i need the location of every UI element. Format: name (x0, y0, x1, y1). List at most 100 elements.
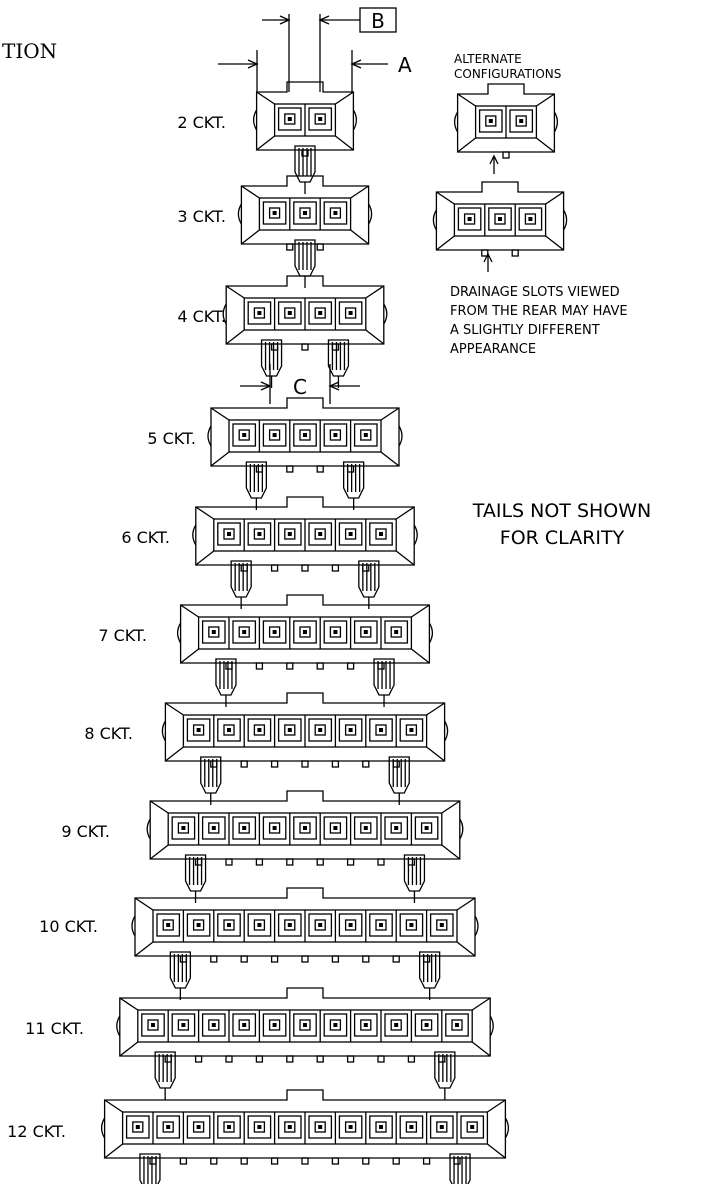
latch-bump (444, 720, 449, 742)
mounting-peg (200, 756, 222, 805)
dimension-b (262, 7, 397, 92)
dimension-c-label: C (293, 375, 307, 399)
cavity (201, 620, 226, 644)
cavity (323, 1013, 348, 1037)
cavity (308, 718, 333, 742)
cavity (277, 913, 302, 937)
connector-10-ckt: 10 CKT. (39, 887, 479, 1000)
drainage-slot (225, 858, 233, 866)
mounting-peg (294, 239, 316, 288)
connector-3-ckt: 3 CKT. (177, 175, 373, 288)
terminal-pin (318, 117, 323, 121)
drainage-note-line3: A SLIGHTLY DIFFERENT (450, 323, 600, 338)
latch-bump (192, 524, 197, 546)
drainage-slot (270, 955, 279, 963)
terminal-square (192, 1121, 205, 1133)
header-fragment: TION (2, 39, 57, 63)
drainage-note-line4: APPEARANCE (450, 342, 536, 357)
cavity (277, 718, 302, 742)
chamfer-line (119, 997, 139, 1011)
terminal-pin (211, 630, 216, 634)
connector-label: 11 CKT. (25, 1019, 84, 1038)
terminal-square (524, 213, 537, 225)
cavity (338, 718, 363, 742)
chamfer-line (256, 135, 275, 151)
drainage-slot (179, 1157, 188, 1165)
terminal-pin (363, 826, 368, 830)
chamfer-line (456, 897, 476, 911)
terminal-square (299, 626, 311, 638)
chamfer-line (436, 191, 455, 205)
chamfer-line (545, 191, 564, 205)
drainage-slot (316, 1055, 324, 1063)
connector-label: 2 CKT. (177, 113, 226, 132)
drainage-slot (194, 1055, 203, 1063)
drainage-slot (240, 760, 248, 768)
cavity (186, 913, 211, 937)
cavity (445, 1013, 469, 1037)
terminal-pin (318, 923, 323, 927)
terminal-pin (379, 1125, 383, 1129)
terminal-square (284, 113, 296, 125)
drainage-slot (362, 564, 370, 572)
cavity (308, 1115, 333, 1139)
terminal-pin (528, 217, 533, 221)
terminal-pin (227, 923, 231, 927)
connector-label: 5 CKT. (147, 429, 196, 448)
pocket-outline (228, 419, 382, 453)
chamfer-line (536, 93, 555, 107)
cavity (308, 301, 333, 325)
cavity (429, 1115, 454, 1139)
terminal-pin (287, 728, 292, 732)
cavity (353, 1013, 378, 1037)
drainage-slot (346, 1055, 355, 1063)
peg-body (245, 461, 268, 499)
drainage-slot (422, 1157, 431, 1165)
terminal-pin (181, 1023, 186, 1027)
cavity (217, 1115, 241, 1139)
drainage-slot (240, 564, 248, 572)
chamfer-line (426, 702, 445, 716)
mounting-peg (342, 461, 365, 510)
terminal-pin (379, 728, 383, 732)
terminal-square (485, 115, 497, 127)
cavity (369, 718, 393, 742)
mounting-peg (260, 339, 283, 388)
cavity (125, 1115, 150, 1139)
drainage-slot (362, 955, 370, 963)
chamfer-line (395, 550, 415, 566)
drainage-slot (407, 1055, 416, 1063)
terminal-pin (333, 630, 338, 634)
cavity (156, 913, 181, 937)
cavity (414, 816, 439, 840)
terminal-square (344, 528, 357, 540)
terminal-square (375, 919, 387, 931)
terminal-square (132, 1121, 144, 1133)
cavity (338, 301, 363, 325)
terminal-square (390, 822, 402, 834)
cavity (338, 1115, 363, 1139)
cavity (232, 1013, 257, 1037)
terminal-pin (257, 1125, 262, 1129)
cavity (262, 620, 287, 644)
terminal-square (405, 724, 418, 736)
drainage-slot (255, 465, 264, 473)
terminal-square (360, 822, 372, 834)
cavity (293, 620, 317, 644)
cavity (457, 207, 482, 231)
cavity (262, 816, 287, 840)
terminal-pin (409, 728, 414, 732)
latch-bump (428, 622, 434, 644)
drainage-slot (240, 1157, 248, 1165)
terminal-pin (394, 630, 399, 634)
terminal-square (314, 528, 326, 540)
terminal-pin (257, 311, 262, 315)
connector-12-ckt: 12 CKT. (7, 1089, 510, 1184)
chamfer-line (545, 235, 564, 251)
mounting-peg (215, 658, 237, 707)
chamfer-line (441, 800, 461, 814)
pocket-outline (137, 1009, 473, 1043)
peg-body (169, 951, 192, 989)
terminal-pin (333, 1023, 338, 1027)
terminal-square (329, 429, 342, 441)
